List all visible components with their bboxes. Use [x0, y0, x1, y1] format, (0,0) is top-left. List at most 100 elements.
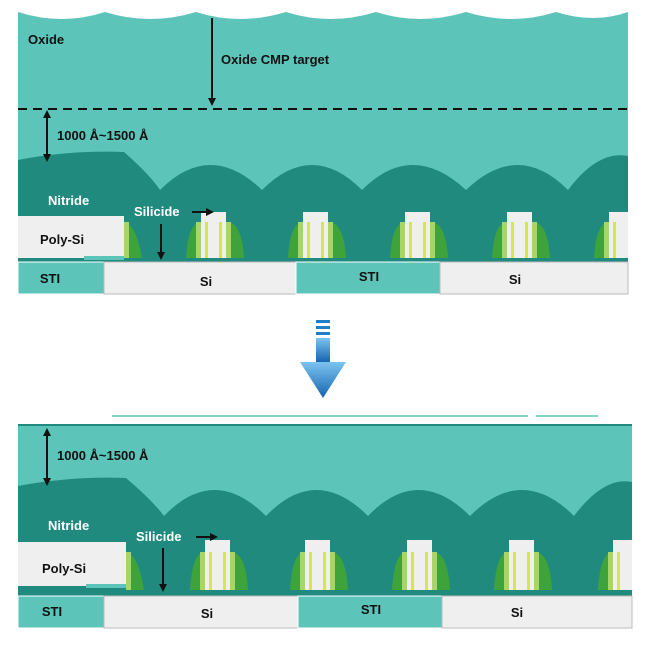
- spacer-liner: [126, 552, 131, 590]
- bottom-gate-stack-2: [190, 540, 248, 590]
- spacer-liner: [298, 222, 303, 258]
- spacer: [434, 552, 450, 590]
- bottom-thickness-label: 1000 Å~1500 Å: [57, 448, 149, 463]
- gate-liner: [307, 222, 310, 258]
- spacer-liner: [402, 552, 407, 590]
- bottom-nitride-layer: [18, 477, 632, 596]
- spacer-liner: [534, 552, 539, 590]
- spacer-liner: [196, 222, 201, 258]
- spacer: [330, 222, 346, 258]
- bottom-gate-stack-3: [290, 540, 348, 590]
- spacer: [432, 222, 448, 258]
- gate-liner: [219, 222, 222, 258]
- spacer: [228, 222, 244, 258]
- down-arrow-icon: [300, 320, 346, 398]
- spacer-liner: [400, 222, 405, 258]
- top-si-2: [439, 261, 629, 295]
- gate-liner: [527, 552, 530, 590]
- gate-silicide: [201, 224, 226, 254]
- bottom-polysi-label: Poly-Si: [42, 561, 86, 576]
- top-polysi-silicide: [84, 256, 124, 260]
- bottom-sti-label: STI: [42, 604, 62, 619]
- top-sti-mid: [295, 261, 441, 295]
- bottom-panel: 1000 Å~1500 Å Nitride Silicide Poly-Si S…: [17, 415, 633, 629]
- spacer-liner: [430, 222, 435, 258]
- top-nitride-label: Nitride: [48, 193, 89, 208]
- spacer-liner: [330, 552, 335, 590]
- gate-liner: [613, 222, 616, 258]
- gate-liner: [411, 552, 414, 590]
- bottom-polysi-block: [18, 542, 126, 586]
- top-gate-stack-5: [492, 212, 550, 258]
- gate-liner: [323, 552, 326, 590]
- bottom-gate-stack-6: [598, 540, 632, 590]
- gate-poly: [305, 540, 330, 590]
- bottom-gate-stack-4: [392, 540, 450, 590]
- gate-poly: [509, 540, 534, 590]
- top-nitride-layer: [18, 151, 628, 262]
- gate-liner: [321, 222, 324, 258]
- bottom-si-2: [441, 595, 633, 629]
- gate-liner: [409, 222, 412, 258]
- spacer: [534, 222, 550, 258]
- gate-liner: [525, 222, 528, 258]
- top-panel: Oxide Oxide CMP target 1000 Å~1500 Å Nit…: [17, 12, 629, 295]
- spacer-liner: [226, 222, 231, 258]
- spacer-liner: [300, 552, 305, 590]
- gate-liner: [309, 552, 312, 590]
- gate-poly: [405, 212, 430, 258]
- gate-poly: [613, 540, 632, 590]
- gate-liner: [425, 552, 428, 590]
- top-gate-stack-3: [288, 212, 346, 258]
- spacer: [536, 552, 552, 590]
- spacer-liner: [200, 552, 205, 590]
- gate-poly: [205, 540, 230, 590]
- gate-liner: [511, 222, 514, 258]
- spacer: [332, 552, 348, 590]
- top-oxide-label: Oxide: [28, 32, 64, 47]
- spacer-liner: [532, 222, 537, 258]
- top-polysi-label: Poly-Si: [40, 232, 84, 247]
- gate-liner: [617, 552, 620, 590]
- bottom-sti-left: [17, 595, 105, 629]
- bottom-silicide-label: Silicide: [136, 529, 182, 544]
- top-silicide-label: Silicide: [134, 204, 180, 219]
- gate-poly: [303, 212, 328, 258]
- top-gate-stack-1: [124, 222, 142, 258]
- spacer-liner: [502, 222, 507, 258]
- bottom-si-label: Si: [201, 606, 213, 621]
- bottom-gate-stack-1: [126, 552, 144, 590]
- gate-poly: [609, 212, 628, 258]
- top-si-1: [103, 261, 297, 295]
- gate-liner: [205, 222, 208, 258]
- bottom-polysi-silicide: [86, 584, 126, 588]
- spacer-liner: [230, 552, 235, 590]
- bottom-si-label: Si: [511, 605, 523, 620]
- top-thickness-label: 1000 Å~1500 Å: [57, 128, 149, 143]
- bottom-nitride-label: Nitride: [48, 518, 89, 533]
- gate-liner: [513, 552, 516, 590]
- top-gate-stack-6: [594, 212, 628, 258]
- top-gate-stack-4: [390, 212, 448, 258]
- spacer-liner: [608, 552, 613, 590]
- bottom-sti-label: STI: [361, 602, 381, 617]
- gate-poly: [407, 540, 432, 590]
- spacer-liner: [604, 222, 609, 258]
- bottom-sti-mid: [297, 595, 443, 629]
- top-sti-left: [17, 261, 105, 295]
- spacer-liner: [328, 222, 333, 258]
- spacer: [232, 552, 248, 590]
- top-polysi-block: [18, 216, 124, 258]
- bottom-gate-stack-5: [494, 540, 552, 590]
- bottom-si-1: [103, 595, 299, 629]
- gate-liner: [209, 552, 212, 590]
- gate-liner: [223, 552, 226, 590]
- spacer-liner: [432, 552, 437, 590]
- top-sti-label: STI: [40, 271, 60, 286]
- top-sti-label: STI: [359, 269, 379, 284]
- top-gate-stack-2: [186, 212, 244, 258]
- top-si-label: Si: [200, 274, 212, 289]
- top-si-label: Si: [509, 272, 521, 287]
- spacer-liner: [504, 552, 509, 590]
- gate-poly: [507, 212, 532, 258]
